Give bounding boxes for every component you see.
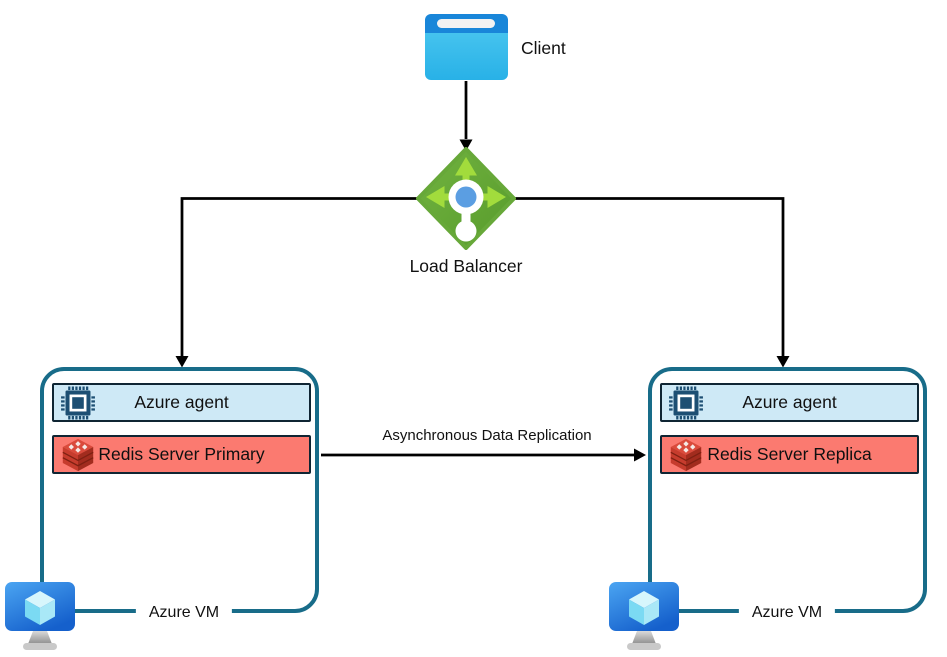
cpu-chip-icon (61, 386, 95, 419)
redis-primary-label: Redis Server Primary (98, 444, 265, 464)
cpu-chip-icon (669, 386, 703, 419)
load-balancer-icon (416, 147, 516, 250)
vm-box-primary: Azure agent Redis Server Primary (40, 367, 319, 613)
redis-replica-label: Redis Server Replica (707, 444, 872, 464)
azure-vm-label: Azure VM (135, 602, 233, 624)
vm-box-replica: Azure agent Redis Server Replica (648, 367, 927, 613)
azure-agent-label: Azure agent (742, 392, 837, 412)
client-browser-icon (425, 14, 508, 80)
azure-agent-label: Azure agent (134, 392, 229, 412)
load-balancer-label: Load Balancer (409, 256, 523, 276)
azure-agent-bar: Azure agent (660, 383, 919, 422)
redis-primary-bar: Redis Server Primary (52, 435, 311, 474)
azure-vm-label: Azure VM (738, 602, 836, 624)
azure-vm-monitor-icon (609, 582, 679, 650)
azure-agent-bar: Azure agent (52, 383, 311, 422)
redis-icon (62, 438, 94, 471)
replication-arrow-label: Asynchronous Data Replication (382, 427, 592, 444)
browser-addressbar (437, 19, 495, 28)
azure-vm-monitor-icon (5, 582, 75, 650)
redis-replica-bar: Redis Server Replica (660, 435, 919, 474)
browser-titlebar (425, 14, 508, 33)
redis-icon (670, 438, 702, 471)
browser-body (425, 33, 508, 80)
client-label: Client (521, 38, 566, 58)
